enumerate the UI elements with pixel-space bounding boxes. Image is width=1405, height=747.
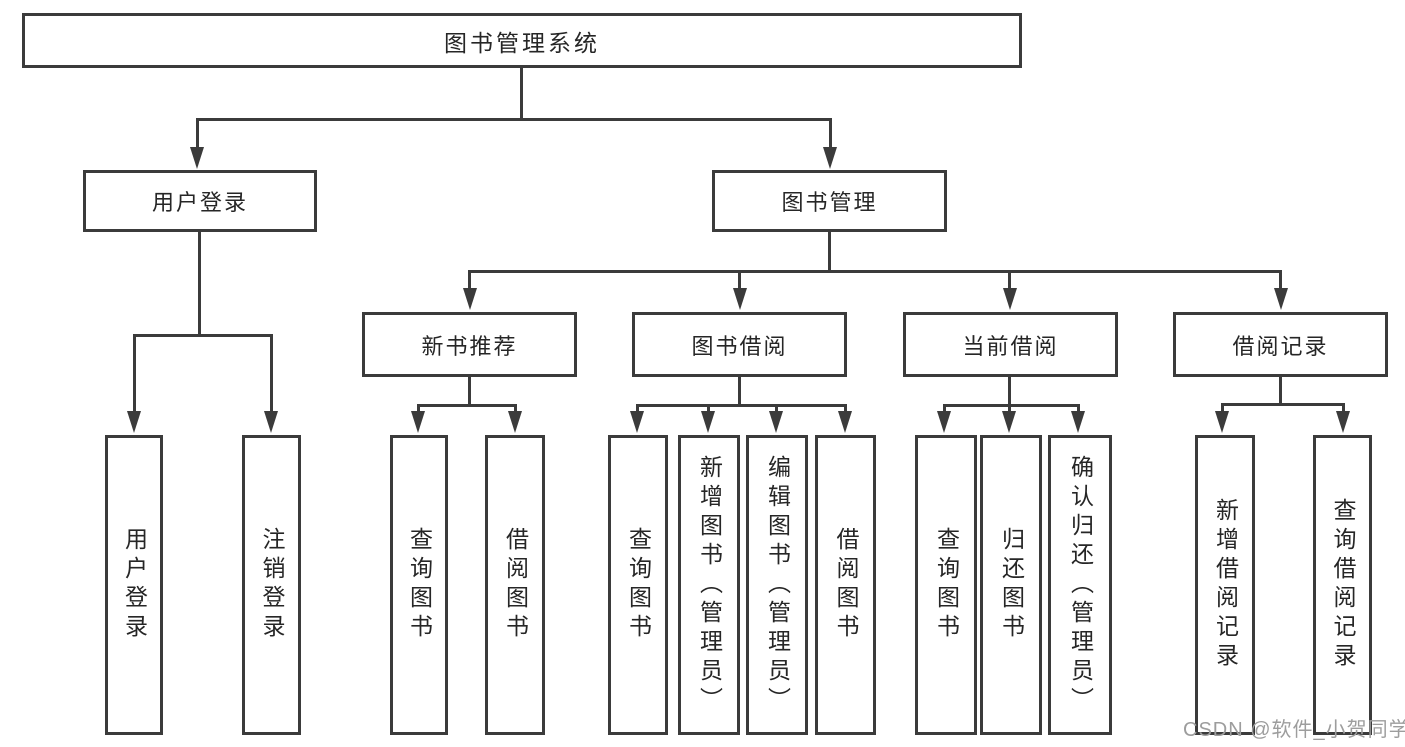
connector-line xyxy=(943,404,946,414)
arrowhead-down-icon xyxy=(838,411,852,433)
arrowhead-down-icon xyxy=(769,411,783,433)
connector-line xyxy=(738,270,741,290)
connector-line xyxy=(1279,270,1282,290)
connector-line xyxy=(514,404,517,414)
arrowhead-down-icon xyxy=(264,411,278,433)
connector-line xyxy=(828,232,831,272)
connector-line xyxy=(1221,403,1345,406)
connector-line xyxy=(1221,403,1224,414)
connector-line xyxy=(1077,404,1080,414)
connector-line xyxy=(196,118,199,149)
arrowhead-down-icon xyxy=(508,411,522,433)
leaf-logout: 注销登录 xyxy=(242,435,301,735)
connector-line xyxy=(1342,403,1345,414)
connector-line xyxy=(636,404,639,414)
connector-line xyxy=(417,404,517,407)
leaf-borrow-books-recommend: 借阅图书 xyxy=(485,435,545,735)
arrowhead-down-icon xyxy=(190,147,204,169)
leaf-add-borrow-record: 新增借阅记录 xyxy=(1195,435,1255,735)
leaf-user-login: 用户登录 xyxy=(105,435,163,735)
connector-line xyxy=(133,334,273,337)
connector-line xyxy=(468,270,471,290)
connector-line xyxy=(196,118,832,121)
arrowhead-down-icon xyxy=(1336,411,1350,433)
arrowhead-down-icon xyxy=(1215,411,1229,433)
leaf-query-books-current: 查询图书 xyxy=(915,435,977,735)
node-borrowing-records: 借阅记录 xyxy=(1173,312,1388,377)
connector-line xyxy=(1008,377,1011,406)
connector-line xyxy=(1008,404,1011,414)
arrowhead-down-icon xyxy=(127,411,141,433)
connector-line xyxy=(270,334,273,412)
arrowhead-down-icon xyxy=(1002,411,1016,433)
node-root: 图书管理系统 xyxy=(22,13,1022,68)
connector-line xyxy=(198,232,201,336)
arrowhead-down-icon xyxy=(463,288,477,310)
leaf-borrow-books: 借阅图书 xyxy=(815,435,876,735)
leaf-edit-book-admin: 编辑图书（管理员） xyxy=(746,435,808,735)
connector-line xyxy=(943,404,1080,407)
connector-line xyxy=(707,404,710,414)
connector-line xyxy=(468,377,471,406)
connector-line xyxy=(520,68,523,120)
arrowhead-down-icon xyxy=(411,411,425,433)
connector-line xyxy=(738,377,741,406)
arrowhead-down-icon xyxy=(733,288,747,310)
arrowhead-down-icon xyxy=(1003,288,1017,310)
leaf-return-book: 归还图书 xyxy=(980,435,1042,735)
connector-line xyxy=(775,404,778,414)
arrowhead-down-icon xyxy=(630,411,644,433)
arrowhead-down-icon xyxy=(823,147,837,169)
connector-line xyxy=(133,334,136,412)
connector-line xyxy=(1008,270,1011,290)
arrowhead-down-icon xyxy=(1274,288,1288,310)
connector-line xyxy=(1279,377,1282,405)
node-book-borrowing: 图书借阅 xyxy=(632,312,847,377)
arrowhead-down-icon xyxy=(701,411,715,433)
csdn-watermark: CSDN @软件_小贺同学 xyxy=(1183,719,1405,741)
node-user-login: 用户登录 xyxy=(83,170,317,232)
node-new-book-recommendation: 新书推荐 xyxy=(362,312,577,377)
leaf-query-books-recommend: 查询图书 xyxy=(390,435,448,735)
leaf-query-books-borrow: 查询图书 xyxy=(608,435,668,735)
leaf-add-book-admin: 新增图书（管理员） xyxy=(678,435,740,735)
connector-line xyxy=(844,404,847,414)
connector-line xyxy=(636,404,847,407)
arrowhead-down-icon xyxy=(1071,411,1085,433)
connector-line xyxy=(829,118,832,149)
leaf-confirm-return-admin: 确认归还（管理员） xyxy=(1048,435,1112,735)
arrowhead-down-icon xyxy=(937,411,951,433)
node-current-borrowing: 当前借阅 xyxy=(903,312,1118,377)
node-book-management: 图书管理 xyxy=(712,170,947,232)
connector-line xyxy=(417,404,420,414)
connector-line xyxy=(468,270,1282,273)
leaf-query-borrow-record: 查询借阅记录 xyxy=(1313,435,1372,735)
